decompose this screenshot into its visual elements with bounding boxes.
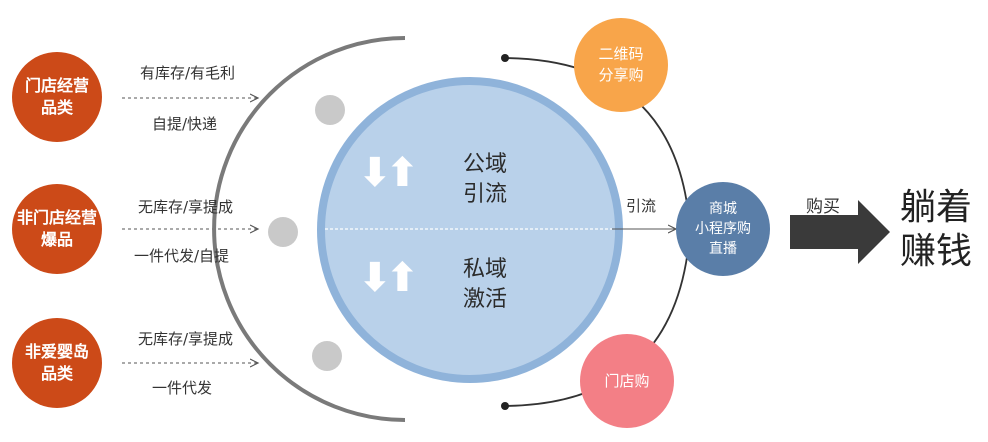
category-1-line1: 有库存/有毛利 xyxy=(140,64,236,82)
category-3-line1: 无库存/享提成 xyxy=(138,330,234,348)
category-1-line2: 自提/快递 xyxy=(152,115,218,133)
category-2-line1: 无库存/享提成 xyxy=(138,198,234,216)
result-text: 躺着 赚钱 xyxy=(900,187,973,272)
public-domain-text: 公域 引流 xyxy=(462,152,507,207)
mall-node: 商城 小程序购 直播 xyxy=(676,182,770,276)
category-non-store-hot: 非门店经营 爆品 xyxy=(12,184,102,274)
flow-label: 引流 xyxy=(626,197,657,215)
qr-share-node: 二维码 分享购 xyxy=(574,18,668,112)
up-down-arrows-icon: ⬇⬆ xyxy=(358,255,419,301)
arc-dot-mid xyxy=(268,217,298,247)
category-label: 非爱婴岛 品类 xyxy=(24,342,89,383)
center-circle xyxy=(317,77,623,383)
category-label: 非门店经营 爆品 xyxy=(16,208,97,249)
right-arc-dot-bottom xyxy=(501,402,509,410)
left-arc xyxy=(212,36,406,422)
arc-dot-top xyxy=(315,95,345,125)
category-2-line2: 一件代发/自提 xyxy=(134,247,230,265)
category-store-operated: 门店经营 品类 xyxy=(12,52,102,142)
arc-dot-bottom xyxy=(312,341,342,371)
category-non-aiyingdao: 非爱婴岛 品类 xyxy=(12,318,102,408)
category-label: 门店经营 品类 xyxy=(24,76,89,117)
private-domain-text: 私域 激活 xyxy=(462,257,507,312)
right-arc-dot-top xyxy=(501,54,509,62)
buy-label: 购买 xyxy=(806,197,840,217)
category-3-line2: 一件代发 xyxy=(152,379,213,397)
store-buy-node: 门店购 xyxy=(580,334,674,428)
up-down-arrows-icon: ⬇⬆ xyxy=(358,150,419,196)
buy-arrow xyxy=(790,200,890,264)
